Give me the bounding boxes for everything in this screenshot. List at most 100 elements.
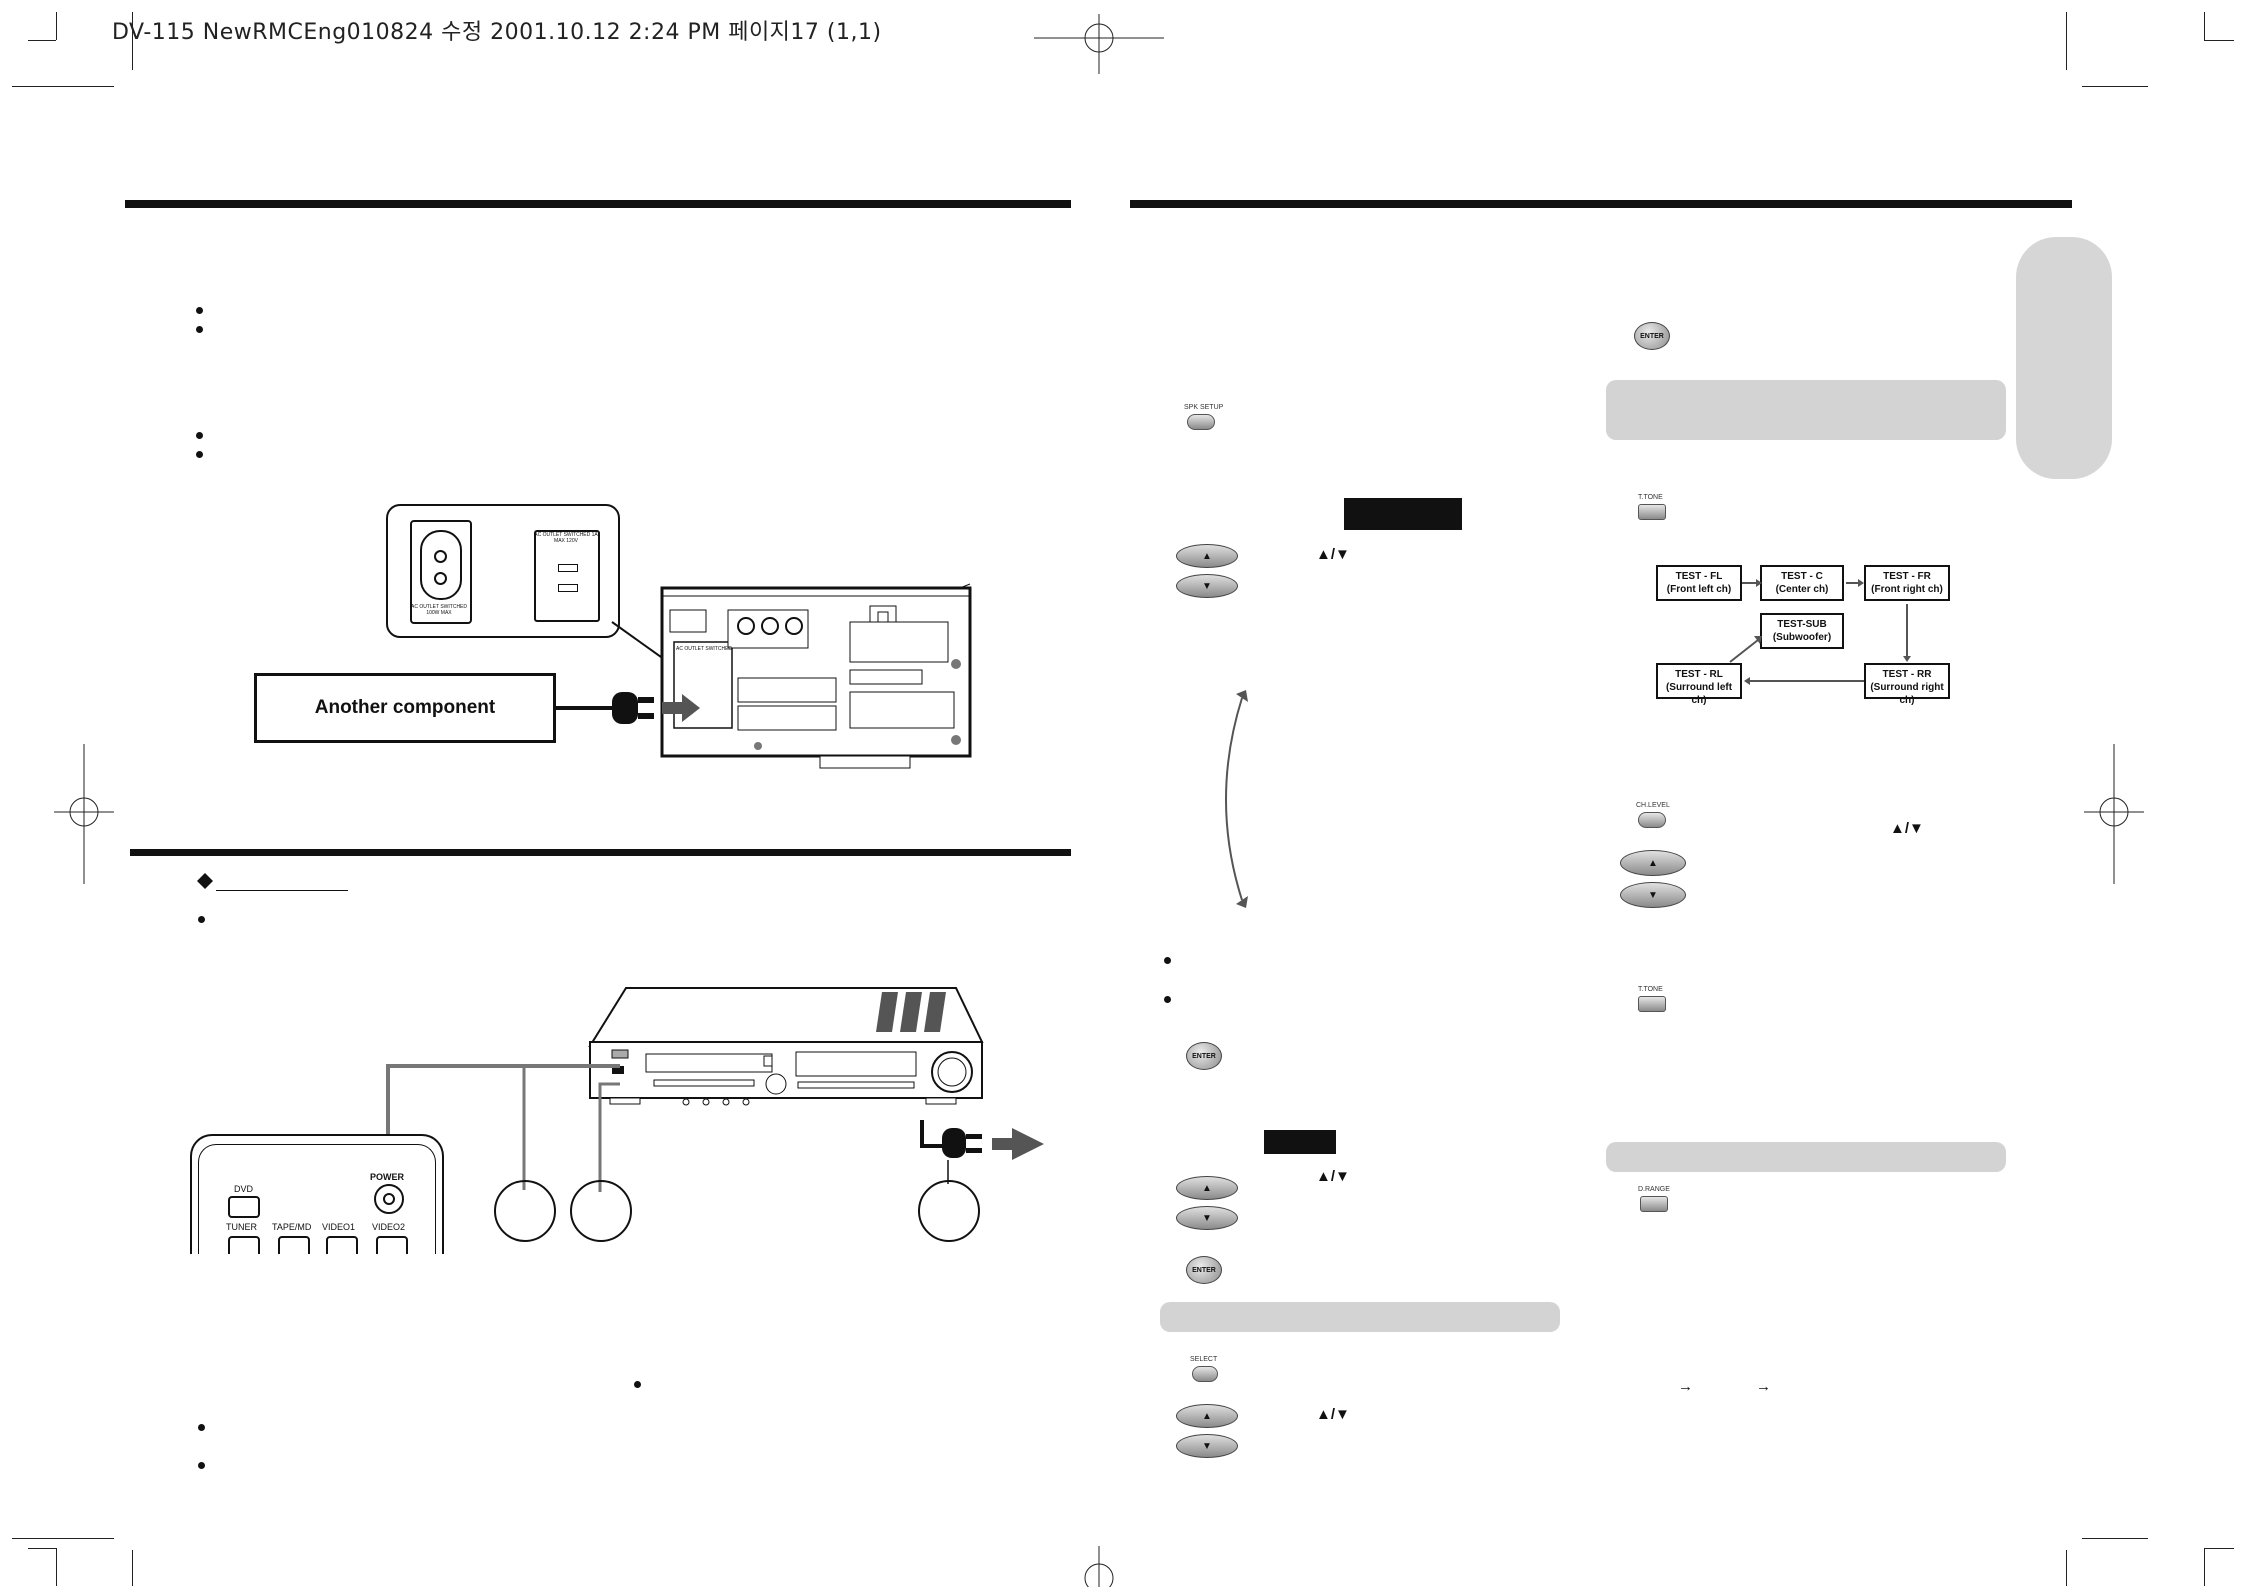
- side-tab: [2016, 237, 2112, 479]
- remote-label-video2: VIDEO2: [372, 1222, 406, 1232]
- registration-mark-bottom-icon: [1084, 1546, 1114, 1587]
- flow-sub: TEST-SUB (Subwoofer): [1760, 613, 1844, 649]
- bullet: [196, 451, 203, 458]
- flow-fr: TEST - FR (Front right ch): [1864, 565, 1950, 601]
- flow-sub-title: TEST-SUB: [1777, 619, 1827, 630]
- down-button-3: ▼: [1176, 1434, 1238, 1458]
- cycle-arrow-icon: [1225, 690, 1248, 908]
- d-range-button: [1640, 1196, 1668, 1212]
- enter-button-3: ENTER: [1634, 322, 1670, 350]
- remote-label-dvd: DVD: [234, 1184, 254, 1194]
- bullet: [1164, 957, 1171, 964]
- bullet: [634, 1381, 641, 1388]
- bullet: [1164, 996, 1171, 1003]
- bullet: [196, 432, 203, 439]
- remote-label-tapemd: TAPE/MD: [272, 1222, 312, 1232]
- plug-cable-icon: [556, 692, 700, 724]
- section-bar-2: [1606, 1142, 2006, 1172]
- flow-c: TEST - C (Center ch): [1760, 565, 1844, 601]
- t-tone-label-2: T.TONE: [1638, 986, 1663, 993]
- euro-outlet-icon: [410, 520, 472, 624]
- callout-circle-2: [570, 1180, 632, 1242]
- flow-sub-sub: (Subwoofer): [1772, 632, 1832, 643]
- diamond-bullet-icon: [197, 873, 213, 889]
- down-button-2: ▼: [1176, 1206, 1238, 1230]
- remote-label-power: POWER: [370, 1172, 405, 1182]
- flow-fr-sub: (Front right ch): [1871, 584, 1943, 595]
- up-button: ▲: [1176, 544, 1238, 568]
- flow-fr-title: TEST - FR: [1883, 571, 1931, 582]
- bullet: [198, 1462, 205, 1469]
- sequence-arrow-2: →: [1756, 1378, 1771, 1395]
- section-bar-1: [1160, 1302, 1560, 1332]
- outlet-label-right: AC OUTLET SWITCHED 1A MAX 120V: [534, 532, 598, 544]
- up-button-2: ▲: [1176, 1176, 1238, 1200]
- enter-button-1: ENTER: [1186, 1042, 1222, 1070]
- down-button: ▼: [1176, 574, 1238, 598]
- t-tone-label: T.TONE: [1638, 494, 1663, 501]
- callout-circle-3: [918, 1180, 980, 1242]
- down-arrow-icon: ▼: [1202, 1212, 1212, 1224]
- flow-fl-sub: (Front left ch): [1666, 584, 1732, 595]
- ch-level-label: CH.LEVEL: [1636, 802, 1670, 809]
- up-button-3: ▲: [1176, 1404, 1238, 1428]
- flow-rr: TEST - RR (Surround right ch): [1864, 663, 1950, 706]
- flow-rr-sub: (Surround right ch): [1870, 682, 1944, 706]
- down-arrow-icon: ▼: [1202, 1440, 1212, 1452]
- up-down-hint: ▲/▼: [1316, 546, 1350, 563]
- flow-c-sub: (Center ch): [1775, 584, 1829, 595]
- registration-mark-top-icon: [1034, 14, 1164, 74]
- spk-setup-button: [1187, 414, 1215, 430]
- up-down-hint-3: ▲/▼: [1316, 1406, 1350, 1423]
- outlet-label-left: AC OUTLET SWITCHED 100W MAX: [410, 604, 468, 616]
- spk-setup-label: SPK SETUP: [1184, 404, 1224, 411]
- another-component-box: Another component: [254, 673, 556, 743]
- bullet: [198, 1424, 205, 1431]
- flow-rl: TEST - RL (Surround left ch): [1656, 663, 1742, 706]
- flow-arrows: [1729, 579, 1911, 685]
- rear-jack-label: AC OUTLET SWITCHED: [676, 646, 733, 652]
- flow-rl-title: TEST - RL: [1675, 669, 1723, 680]
- flow-fl: TEST - FL (Front left ch): [1656, 565, 1742, 601]
- sequence-arrow-1: →: [1678, 1378, 1693, 1395]
- rear-panel-drawing: [660, 582, 976, 769]
- up-arrow-icon: ▲: [1202, 1410, 1212, 1422]
- flow-c-title: TEST - C: [1781, 571, 1823, 582]
- d-range-label: D.RANGE: [1638, 1186, 1670, 1193]
- power-button-icon: [374, 1184, 404, 1214]
- receiver-front-illustration: [586, 986, 986, 1116]
- underline-heading: [216, 890, 348, 891]
- down-arrow-icon: ▼: [1648, 889, 1658, 901]
- t-tone-button: [1638, 504, 1666, 520]
- up-arrow-icon: ▲: [1202, 550, 1212, 562]
- remote-dvd-button: [228, 1196, 260, 1218]
- display-indicator: [1344, 498, 1462, 530]
- section-rule-left-mid: [130, 849, 1071, 856]
- bullet: [198, 916, 205, 923]
- down-arrow-icon: ▼: [1202, 580, 1212, 592]
- select-button: [1192, 1366, 1218, 1382]
- flow-rr-title: TEST - RR: [1882, 669, 1932, 680]
- up-button-4: ▲: [1620, 850, 1686, 876]
- rear-panel-illustration: AC OUTLET SWITCHED: [660, 582, 978, 772]
- up-arrow-icon: ▲: [1648, 857, 1658, 869]
- bullet: [196, 326, 203, 333]
- down-button-4: ▼: [1620, 882, 1686, 908]
- print-header: DV-115 NewRMCEng010824 수정 2001.10.12 2:2…: [112, 20, 882, 45]
- remote-label-tuner: TUNER: [226, 1222, 257, 1232]
- section-rule-right-top: [1130, 200, 2072, 208]
- ch-level-button: [1638, 812, 1666, 828]
- bullet: [196, 307, 203, 314]
- up-down-hint-2: ▲/▼: [1316, 1168, 1350, 1185]
- registration-mark-right-icon: [2084, 744, 2144, 884]
- enter-button-2: ENTER: [1186, 1256, 1222, 1284]
- display-indicator-2: [1264, 1130, 1336, 1154]
- another-component-label: Another component: [314, 697, 496, 718]
- t-tone-button-2: [1638, 996, 1666, 1012]
- section-rule-left-top: [125, 200, 1071, 208]
- receiver-drawing: [588, 987, 984, 1106]
- up-arrow-icon: ▲: [1202, 1182, 1212, 1194]
- remote-illustration: POWER DVD TUNER TAPE/MD VIDEO1 VIDEO2: [190, 1134, 444, 1254]
- outlet-panel-illustration: AC OUTLET SWITCHED 100W MAX AC OUTLET SW…: [386, 504, 620, 638]
- up-down-hint-4: ▲/▼: [1890, 820, 1924, 837]
